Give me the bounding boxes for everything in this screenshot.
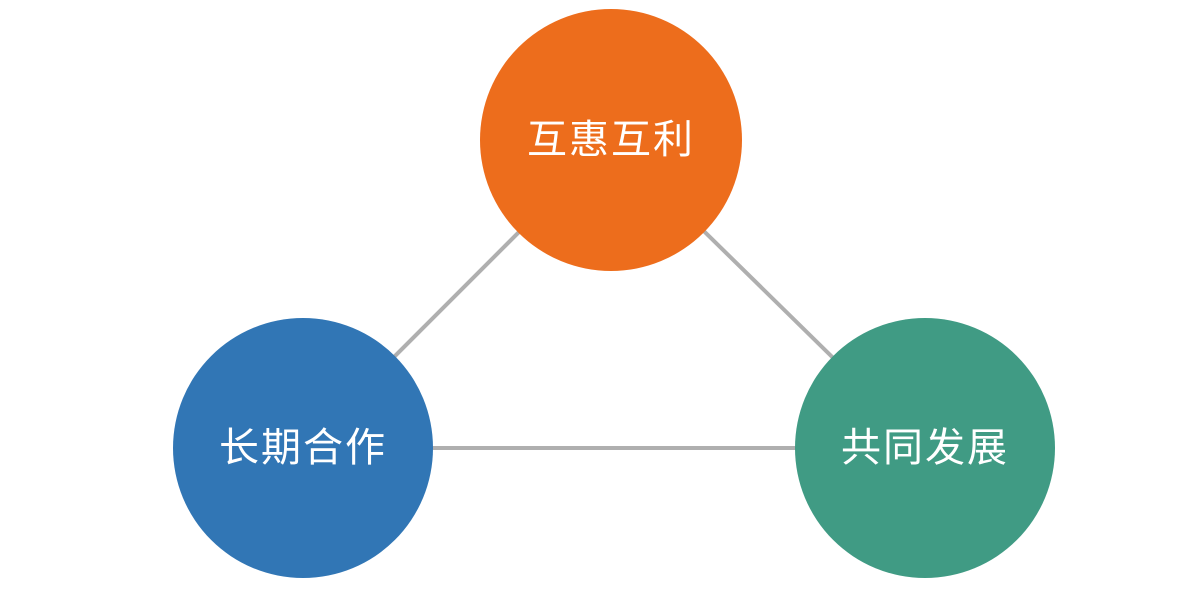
node-mutual-benefit-label: 互惠互利: [527, 118, 695, 162]
node-common-development-label: 共同发展: [841, 426, 1009, 470]
node-long-term-cooperation: 长期合作: [173, 318, 433, 578]
node-common-development: 共同发展: [795, 318, 1055, 578]
node-long-term-cooperation-label: 长期合作: [219, 426, 387, 470]
node-mutual-benefit: 互惠互利: [480, 9, 742, 271]
